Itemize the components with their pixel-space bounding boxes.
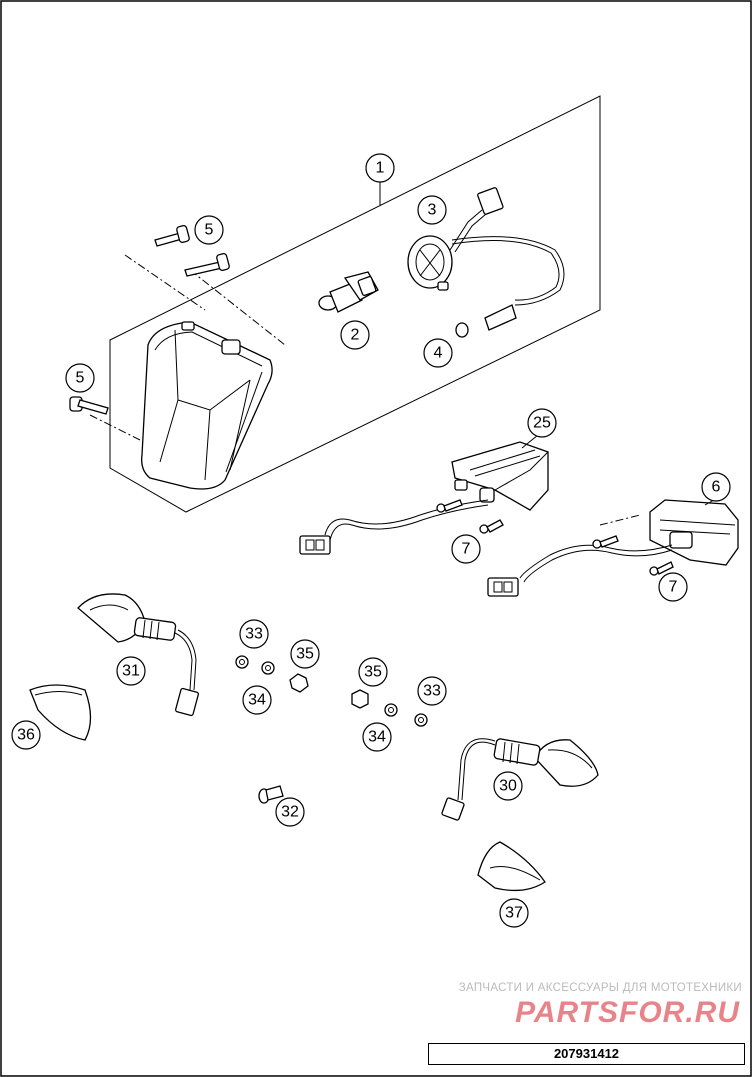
svg-text:33: 33 xyxy=(423,683,441,700)
callout-2: 2 xyxy=(340,320,370,350)
washer-hole xyxy=(418,717,424,723)
screw xyxy=(184,253,230,277)
svg-text:6: 6 xyxy=(712,479,721,496)
callout-31: 31 xyxy=(116,656,146,686)
callout-6: 6 xyxy=(701,472,731,502)
screw xyxy=(592,535,619,549)
watermark-caption: ЗАПЧАСТИ И АКСЕССУАРЫ ДЛЯ МОТОТЕХНИКИ xyxy=(458,982,742,994)
licence-plate-light xyxy=(487,499,739,597)
turn-signal-left xyxy=(77,593,199,717)
lock-washer xyxy=(384,703,398,717)
headlight-assembly-box xyxy=(109,95,601,513)
washer xyxy=(414,713,428,727)
callout-35: 35 xyxy=(290,639,320,669)
svg-text:5: 5 xyxy=(76,370,85,387)
callout-4: 4 xyxy=(423,338,453,368)
callout-7: 7 xyxy=(451,534,481,564)
svg-text:35: 35 xyxy=(296,646,314,663)
nut xyxy=(351,689,369,709)
nut xyxy=(289,673,309,693)
lock-washer-hole xyxy=(388,707,394,713)
svg-text:2: 2 xyxy=(351,327,360,344)
turn-signal-lens xyxy=(477,841,546,892)
screw xyxy=(69,396,109,415)
screw xyxy=(649,561,674,576)
callout-35: 35 xyxy=(358,657,388,687)
drawing-number: 207931412 xyxy=(428,1043,745,1065)
callout-34: 34 xyxy=(242,685,272,715)
svg-text:35: 35 xyxy=(364,664,382,681)
svg-text:31: 31 xyxy=(122,663,140,680)
svg-text:25: 25 xyxy=(533,415,551,432)
callout-3: 3 xyxy=(417,195,447,225)
svg-text:33: 33 xyxy=(245,626,263,643)
headlight-housing xyxy=(141,321,273,490)
callout-5: 5 xyxy=(194,215,224,245)
callout-33: 33 xyxy=(417,676,447,706)
svg-text:34: 34 xyxy=(368,729,386,746)
callout-1: 1 xyxy=(365,153,395,183)
screw-alignment-line xyxy=(89,414,141,441)
callout-32: 32 xyxy=(275,797,305,827)
screw-alignment-line xyxy=(124,254,206,311)
turn-signal-lens xyxy=(29,684,92,741)
washer-hole xyxy=(239,659,245,665)
screw xyxy=(258,785,284,804)
callout-5: 5 xyxy=(65,363,95,393)
svg-text:7: 7 xyxy=(462,541,471,558)
bulb-socket-harness xyxy=(407,187,565,338)
rear-light xyxy=(299,441,549,555)
lock-washer xyxy=(261,661,275,675)
svg-text:37: 37 xyxy=(505,905,523,922)
callout-36: 36 xyxy=(11,720,41,750)
lock-washer-hole xyxy=(265,665,271,671)
svg-text:34: 34 xyxy=(248,692,266,709)
svg-text:3: 3 xyxy=(428,202,437,219)
screw xyxy=(436,499,463,513)
turn-signal-right xyxy=(441,738,599,821)
screw-alignment-line xyxy=(599,514,641,526)
callout-37: 37 xyxy=(499,898,529,928)
svg-text:36: 36 xyxy=(17,727,35,744)
screw xyxy=(479,519,504,534)
svg-text:30: 30 xyxy=(499,778,517,795)
screw xyxy=(154,225,190,247)
callout-33: 33 xyxy=(239,619,269,649)
callout-30: 30 xyxy=(493,771,523,801)
headlight-bulb xyxy=(318,271,379,313)
watermark-logo: PARTSFOR.RU xyxy=(515,996,740,1029)
callout-34: 34 xyxy=(362,722,392,752)
svg-text:7: 7 xyxy=(669,579,678,596)
callout-7: 7 xyxy=(658,572,688,602)
callout-25: 25 xyxy=(527,408,557,438)
svg-text:32: 32 xyxy=(281,804,299,821)
washer xyxy=(235,655,249,669)
svg-text:4: 4 xyxy=(434,345,443,362)
svg-text:5: 5 xyxy=(205,222,214,239)
leader-line xyxy=(521,434,539,449)
svg-text:1: 1 xyxy=(376,160,385,177)
screw-alignment-line xyxy=(189,269,286,346)
